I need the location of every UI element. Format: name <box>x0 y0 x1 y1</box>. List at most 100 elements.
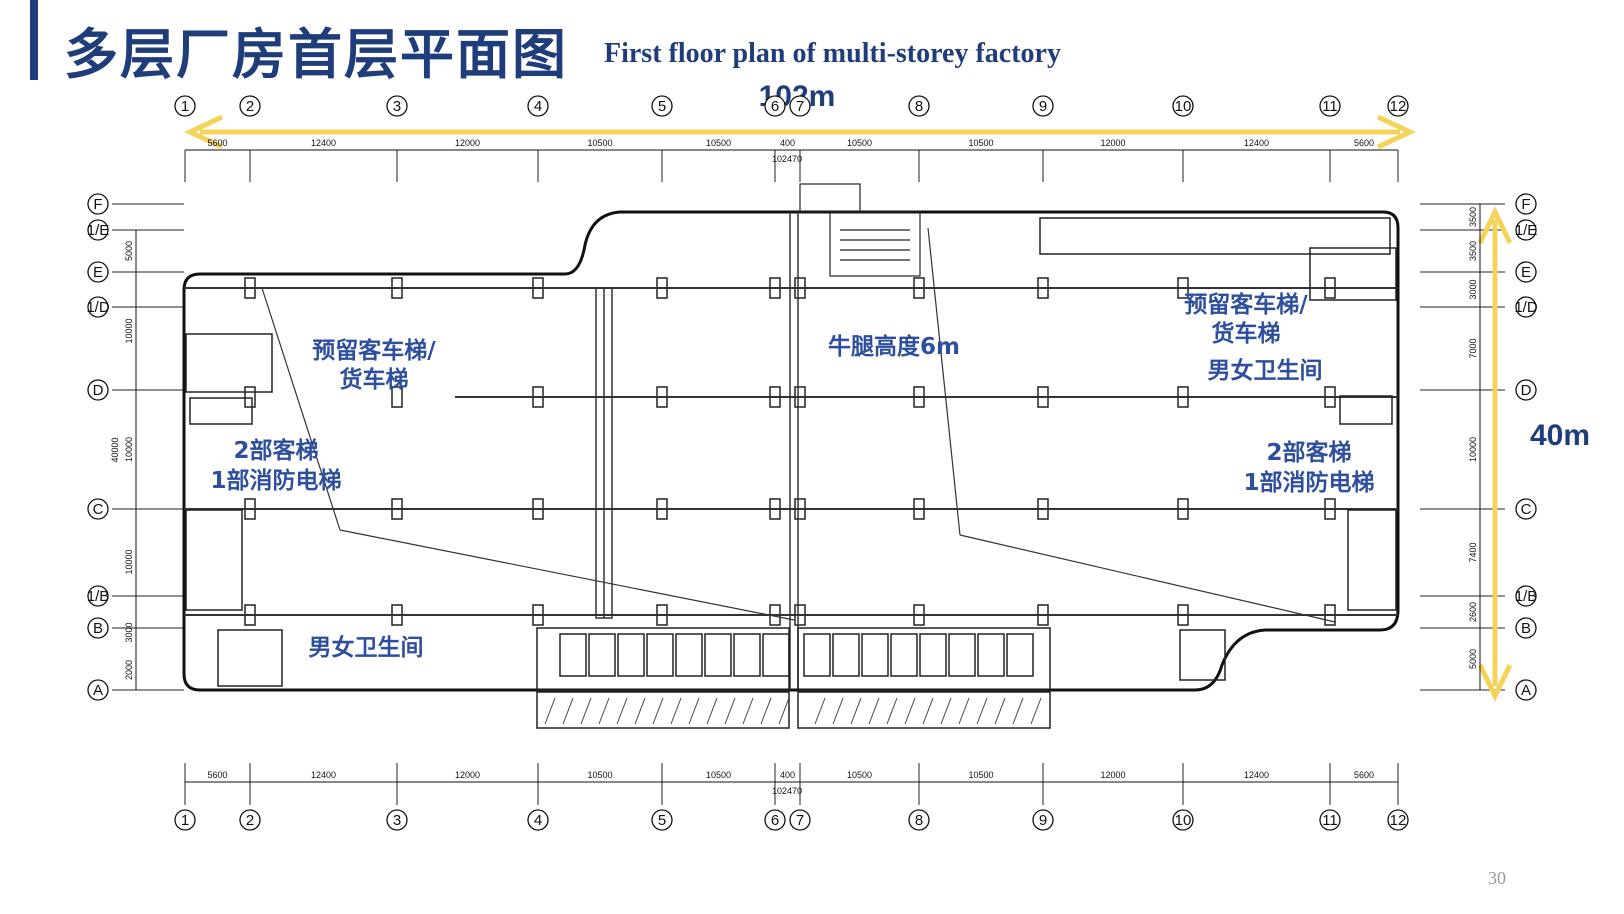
column-label: 12 <box>1390 812 1407 829</box>
column-bubble <box>1172 809 1194 831</box>
hatch-stroke <box>760 697 772 725</box>
row-dimension: 5000 <box>1468 649 1478 669</box>
freight-lift-shaft <box>832 633 860 677</box>
column-bubble <box>1032 95 1054 117</box>
column-label: 10 <box>1175 812 1192 829</box>
hatch-stroke <box>562 697 574 725</box>
restroom-note-right: 男女卫生间 <box>1208 357 1323 384</box>
section-lines <box>261 227 1336 623</box>
page-number: 30 <box>1488 868 1506 888</box>
row-dimension: 7000 <box>1468 338 1478 358</box>
column-label: 11 <box>1322 812 1338 829</box>
bay-dimension: 12400 <box>1244 138 1269 148</box>
row-bubble <box>87 296 109 318</box>
hatch-stroke <box>634 697 646 725</box>
row-bubble <box>1515 617 1537 639</box>
column-label: 6 <box>771 812 779 829</box>
freight-lift-shaft <box>977 633 1005 677</box>
freight-lift-shaft <box>588 633 616 677</box>
column-label: 1 <box>181 812 189 829</box>
bay-dimension: 12400 <box>1244 770 1269 780</box>
column-bubble <box>174 809 196 831</box>
structural-column <box>244 386 256 408</box>
hatch-stroke <box>652 697 664 725</box>
column-label: 3 <box>393 812 401 829</box>
hatch-stroke <box>616 697 628 725</box>
column-label: 3 <box>393 98 401 115</box>
row-label: A <box>93 682 103 699</box>
restroom-note-left: 男女卫生间 <box>309 634 424 661</box>
freight-lift-shaft <box>675 633 703 677</box>
column-label: 7 <box>796 812 804 829</box>
row-label: 1/B <box>87 588 110 605</box>
column-bubble <box>651 95 673 117</box>
bay-dimension: 10500 <box>706 138 731 148</box>
hatch-stroke <box>850 697 862 725</box>
title-accent-bar <box>30 0 38 80</box>
row-label: C <box>1521 501 1532 518</box>
row-bubble <box>1515 679 1537 701</box>
lifts-note-left-line1: 2部客梯 <box>233 437 318 464</box>
hatch-stroke <box>922 697 934 725</box>
column-bubble <box>1172 95 1194 117</box>
lift-lobby-left <box>536 627 790 691</box>
row-bubble <box>1515 498 1537 520</box>
bay-dimension: 12400 <box>311 138 336 148</box>
elevator-note-left-line2: 货车梯 <box>340 366 409 393</box>
freight-lift-shaft <box>803 633 831 677</box>
right-core <box>1039 217 1397 681</box>
freight-lift-shaft <box>704 633 732 677</box>
row-bubble <box>1515 219 1537 241</box>
hatch-stroke <box>976 697 988 725</box>
page-subtitle: First floor plan of multi-storey factory <box>604 38 1061 69</box>
column-label: 4 <box>534 98 542 115</box>
column-label: 10 <box>1175 98 1192 115</box>
column-label: 5 <box>658 98 666 115</box>
bay-dimension: 5600 <box>1354 138 1374 148</box>
freight-lift-shaft <box>617 633 645 677</box>
row-dimension: 10000 <box>1468 437 1478 462</box>
column-bubble <box>1319 95 1341 117</box>
freight-lift-shaft <box>733 633 761 677</box>
row-dimension: 3500 <box>1468 207 1478 227</box>
bay-dimension: 400 <box>780 770 795 780</box>
row-bubble <box>1515 296 1537 318</box>
platform-hatching <box>544 697 1042 725</box>
row-dimension: 5000 <box>124 241 134 261</box>
column-label: 5 <box>658 812 666 829</box>
column-bubble <box>239 95 261 117</box>
bay-dimension: 12400 <box>311 770 336 780</box>
bay-dimension: 10500 <box>587 770 612 780</box>
bay-dimension: 5600 <box>207 138 227 148</box>
hatch-stroke <box>814 697 826 725</box>
lifts-note-right-line2: 1部消防电梯 <box>1243 469 1374 496</box>
bay-dimension: 12000 <box>455 770 480 780</box>
bay-dimension: 400 <box>780 138 795 148</box>
left-core <box>185 333 283 687</box>
freight-lift-shaft <box>890 633 918 677</box>
hatch-stroke <box>868 697 880 725</box>
column-label: 8 <box>915 98 923 115</box>
row-bubble <box>87 379 109 401</box>
row-dimension: 10000 <box>124 437 134 462</box>
freight-lift-shaft <box>762 633 790 677</box>
total-dimension: 102470 <box>772 786 802 796</box>
row-label: E <box>1521 264 1531 281</box>
left-total-dimension: 40000 <box>110 437 120 462</box>
row-label: 1/D <box>1514 299 1538 316</box>
lift-lobby <box>536 627 1051 691</box>
column-label: 2 <box>246 98 254 115</box>
row-dimension: 3000 <box>124 622 134 642</box>
total-dimension: 102470 <box>772 154 802 164</box>
freight-lift-shaft <box>919 633 947 677</box>
row-dimension: 7400 <box>1468 542 1478 562</box>
lifts-note-right-line1: 2部客梯 <box>1266 439 1351 466</box>
row-dimension: 2600 <box>1468 602 1478 622</box>
row-label: E <box>93 264 103 281</box>
column-bubble <box>174 95 196 117</box>
elevator-note-right-line2: 货车梯 <box>1212 320 1281 347</box>
column-label: 9 <box>1039 812 1047 829</box>
